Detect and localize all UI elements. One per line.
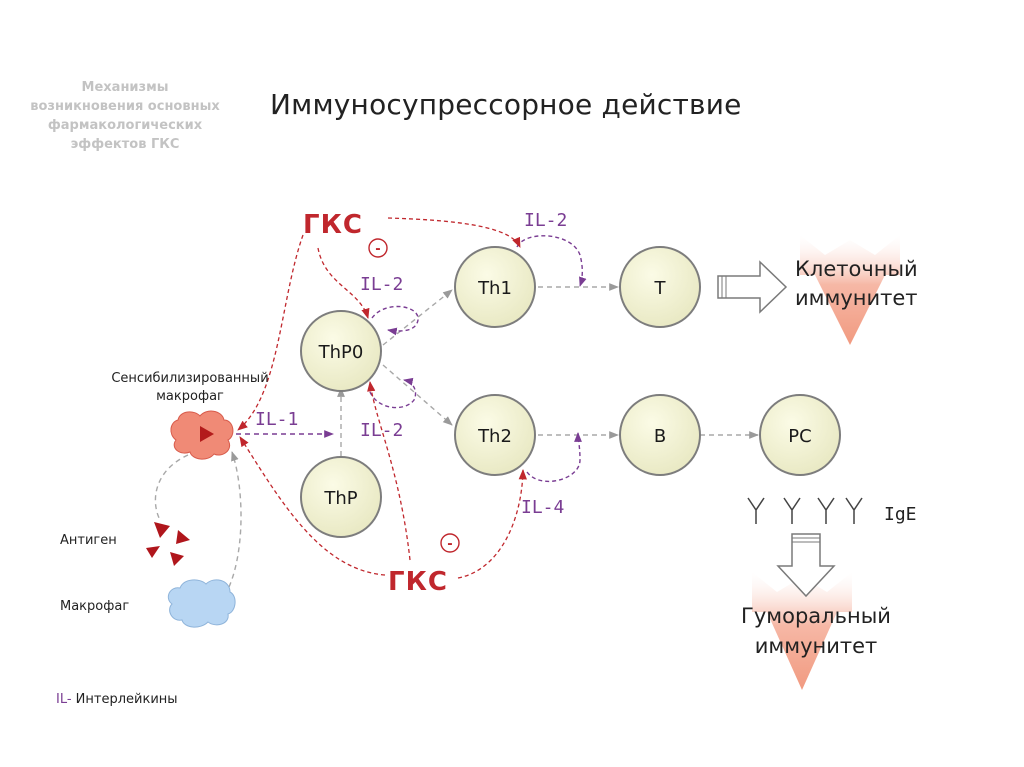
cell-th1: Th1 <box>455 247 535 327</box>
sensitized-macrophage-icon <box>171 411 233 459</box>
cellular-immunity-label-1: Клеточный <box>795 257 918 281</box>
cell-t-label: T <box>654 278 667 299</box>
antigen-icon <box>146 522 190 566</box>
legend: IL- Интерлейкины <box>56 692 178 707</box>
legend-text: Интерлейкины <box>72 692 178 707</box>
il1-label: IL-1 <box>255 409 298 430</box>
cell-th2-label: Th2 <box>477 426 512 447</box>
sensitized-macrophage-label-2: макрофаг <box>156 389 224 404</box>
cellular-outline-arrow <box>718 262 786 312</box>
gks-bottom-minus: - <box>441 534 459 552</box>
arrow-bigmacrophage-to-sensitized <box>225 452 241 595</box>
humoral-immunity-label-1: Гуморальный <box>741 604 891 628</box>
humoral-immunity-label-2: иммунитет <box>755 634 878 658</box>
legend-key: IL- <box>56 692 72 707</box>
gks-bottom-label: ГКС <box>388 567 448 597</box>
cell-t: T <box>620 247 700 327</box>
antigen-label: Антиген <box>60 533 117 548</box>
svg-text:-: - <box>447 537 452 552</box>
cell-thp0: ThP0 <box>301 311 381 391</box>
macrophage-icon <box>168 580 235 627</box>
il2-loop-thp0-lower <box>370 380 416 408</box>
cell-b: B <box>620 395 700 475</box>
gks-bottom-to-th2 <box>458 470 523 578</box>
cell-thp: ThP <box>301 457 381 537</box>
cell-b-label: B <box>654 426 666 447</box>
cellular-immunity-label-2: иммунитет <box>795 286 918 310</box>
gks-top-to-sensitized <box>238 235 303 430</box>
cell-thp-label: ThP <box>323 488 357 509</box>
arrow-thp0-to-th1 <box>383 290 452 345</box>
cell-pc-label: PC <box>788 426 811 447</box>
ige-label: IgE <box>884 504 917 525</box>
cell-th2: Th2 <box>455 395 535 475</box>
il2-label-thp0-lower: IL-2 <box>360 420 403 441</box>
svg-text:-: - <box>375 242 380 257</box>
arrow-macrophage-to-antigen <box>155 455 188 520</box>
il2-loop-thp0 <box>372 306 418 331</box>
cell-pc: PC <box>760 395 840 475</box>
cell-th1-label: Th1 <box>477 278 512 299</box>
il4-label: IL-4 <box>521 497 564 518</box>
il2-label-thp0: IL-2 <box>360 274 403 295</box>
ige-antibodies-icon <box>748 498 862 524</box>
gks-top-label: ГКС <box>303 210 363 240</box>
cell-thp0-label: ThP0 <box>318 342 364 363</box>
il2-label-th1: IL-2 <box>524 210 567 231</box>
sensitized-macrophage-label-1: Сенсибилизированный <box>111 371 268 386</box>
gks-top-minus: - <box>369 239 387 257</box>
gks-bottom-to-thp0 <box>370 382 410 560</box>
gks-top-to-th1 <box>388 218 520 247</box>
macrophage-label: Макрофаг <box>60 599 129 614</box>
arrow-thp0-to-th2 <box>383 365 452 425</box>
